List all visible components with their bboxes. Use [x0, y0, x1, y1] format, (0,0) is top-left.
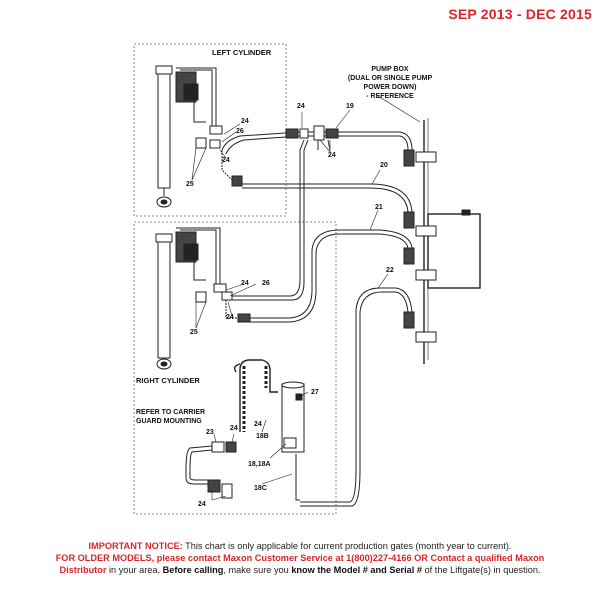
callout-23: 23: [206, 429, 214, 436]
callout-24-left-top: 24: [241, 118, 249, 125]
notice-before-calling: Before calling: [162, 565, 224, 575]
callout-26-left: 26: [236, 128, 244, 135]
callout-19: 19: [346, 103, 354, 110]
refer-label-1: REFER TO CARRIER: [136, 409, 205, 416]
right-cylinder-box: [133, 221, 337, 515]
pump-box-label-2: (DUAL OR SINGLE PUMP: [348, 75, 433, 82]
pump-box-label-1: PUMP BOX: [371, 66, 409, 73]
callout-18-18a: 18,18A: [248, 461, 271, 468]
callout-21: 21: [375, 204, 383, 211]
leader-lines: [191, 95, 421, 501]
callout-25-left: 25: [186, 181, 194, 188]
callout-27: 27: [311, 389, 319, 396]
notice-make-sure: , make sure you: [223, 565, 292, 575]
callout-24-tee-lower: 24: [328, 152, 336, 159]
notice-of-liftgate: of the Liftgate(s) in question.: [422, 565, 541, 575]
notice-line-1: IMPORTANT NOTICE: This chart is only app…: [0, 540, 600, 552]
callout-24-left-mid: 24: [222, 157, 230, 164]
callout-22: 22: [386, 267, 394, 274]
notice-line-3: Distributor in your area. Before calling…: [0, 564, 600, 576]
pump-box-label-3: POWER DOWN): [364, 84, 417, 91]
left-cylinder: [155, 65, 223, 208]
callout-18c: 18C: [254, 485, 267, 492]
right-cylinder: [155, 227, 227, 370]
tee-fitting: [285, 125, 339, 151]
notice-know-model: know the Model # and Serial #: [291, 565, 423, 575]
notice-line-2: FOR OLDER MODELS, please contact Maxon C…: [55, 553, 545, 563]
callout-24-bottom: 24: [198, 501, 206, 508]
lower-fittings: [207, 441, 237, 499]
callout-24-right-top: 24: [241, 280, 249, 287]
callout-18b: 18B: [256, 433, 269, 440]
callout-24-right-mid: 24: [226, 314, 234, 321]
notice-line-1-rest: This chart is only applicable for curren…: [182, 541, 512, 551]
callout-24-coil: 24: [254, 421, 262, 428]
callout-26-right: 26: [262, 280, 270, 287]
notice-important-label: IMPORTANT NOTICE:: [88, 541, 183, 551]
notice-distributor: Distributor: [59, 565, 107, 575]
callout-25-right: 25: [190, 329, 198, 336]
pump-box: [403, 118, 481, 364]
left-cylinder-label: LEFT CYLINDER: [212, 48, 272, 57]
callout-24-lower-mid: 24: [230, 425, 238, 432]
refer-label-2: GUARD MOUNTING: [136, 418, 202, 425]
left-fittings: [195, 137, 243, 187]
valve-cylinder: [281, 381, 305, 501]
pump-box-label-4: - REFERENCE: [366, 93, 414, 100]
notice-in-area: in your area.: [106, 565, 163, 575]
date-range-banner: SEP 2013 - DEC 2015: [448, 6, 592, 22]
coiled-hose: [233, 359, 278, 432]
right-cylinder-label: RIGHT CYLINDER: [136, 376, 200, 385]
callout-24-tee: 24: [297, 103, 305, 110]
important-notice: IMPORTANT NOTICE: This chart is only app…: [0, 540, 600, 576]
callout-20: 20: [380, 162, 388, 169]
